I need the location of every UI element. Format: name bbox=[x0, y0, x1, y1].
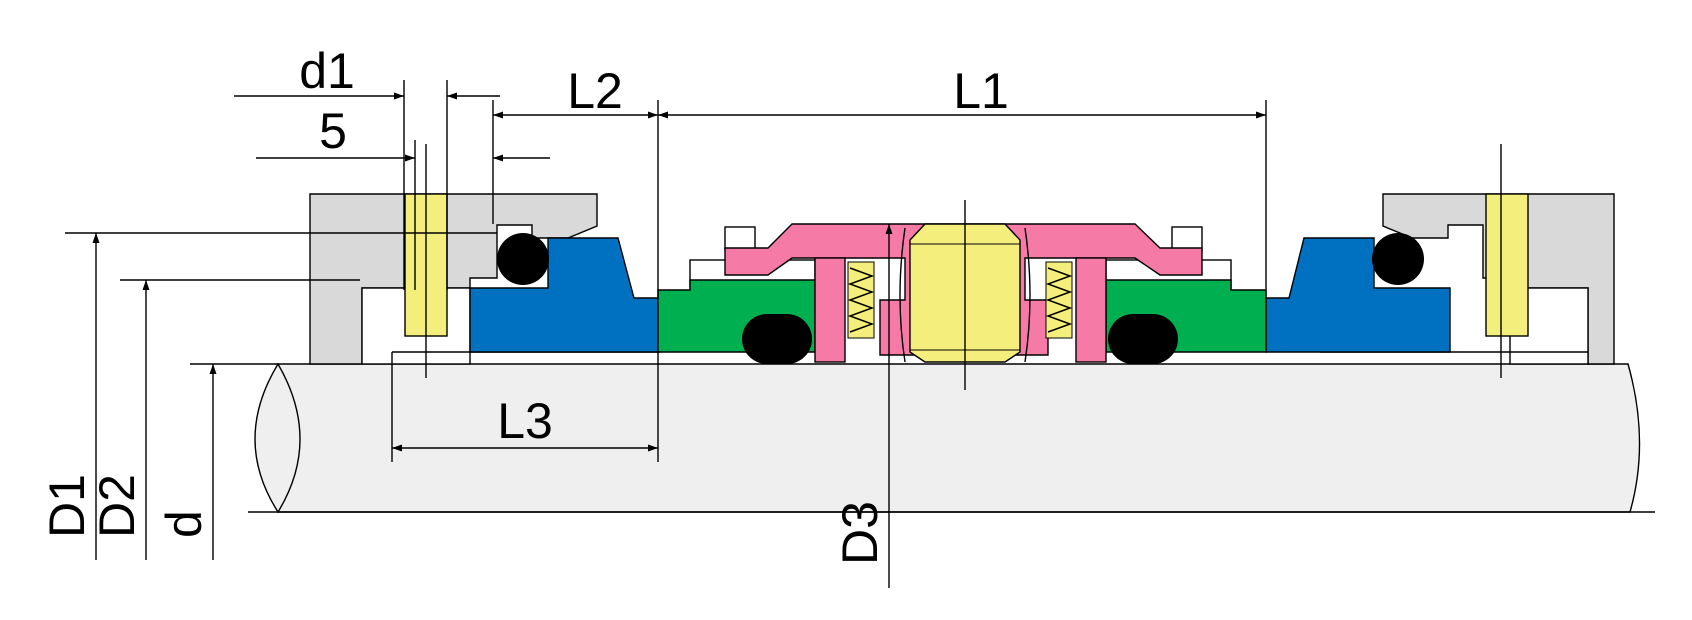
dim-l2: L2 bbox=[493, 63, 659, 298]
label-D1: D1 bbox=[39, 474, 95, 538]
label-d: d bbox=[156, 510, 212, 538]
label-l1: L1 bbox=[953, 63, 1009, 119]
label-D2: D2 bbox=[89, 474, 145, 538]
dim-5: 5 bbox=[256, 100, 550, 290]
left-spring bbox=[847, 261, 875, 339]
right-collar-oring bbox=[1108, 314, 1178, 364]
label-5: 5 bbox=[319, 103, 347, 159]
shaft bbox=[248, 362, 1655, 514]
left-stationary-seat bbox=[469, 233, 659, 353]
right-seat-oring bbox=[1372, 233, 1424, 285]
left-seat-oring bbox=[497, 233, 549, 285]
left-rotating-collar bbox=[657, 259, 816, 364]
dim-l1: L1 bbox=[658, 63, 1267, 298]
dim-D2: D2 bbox=[89, 279, 360, 560]
left-collar-oring bbox=[742, 314, 812, 364]
right-spring bbox=[1045, 261, 1073, 339]
label-l3: L3 bbox=[497, 393, 553, 449]
right-spring-holder bbox=[1075, 257, 1107, 363]
dim-d1: d1 bbox=[234, 43, 500, 290]
label-D3: D3 bbox=[832, 501, 888, 565]
label-d1: d1 bbox=[299, 43, 355, 99]
dim-D3: D3 bbox=[832, 224, 893, 588]
right-drive-pin bbox=[1485, 193, 1529, 337]
dim-l3: L3 bbox=[391, 352, 659, 462]
label-l2: L2 bbox=[567, 63, 623, 119]
right-stationary-seat bbox=[1265, 233, 1451, 353]
dim-D1: D1 bbox=[39, 232, 497, 560]
dim-d: d bbox=[156, 363, 278, 560]
left-spring-holder bbox=[814, 257, 846, 363]
